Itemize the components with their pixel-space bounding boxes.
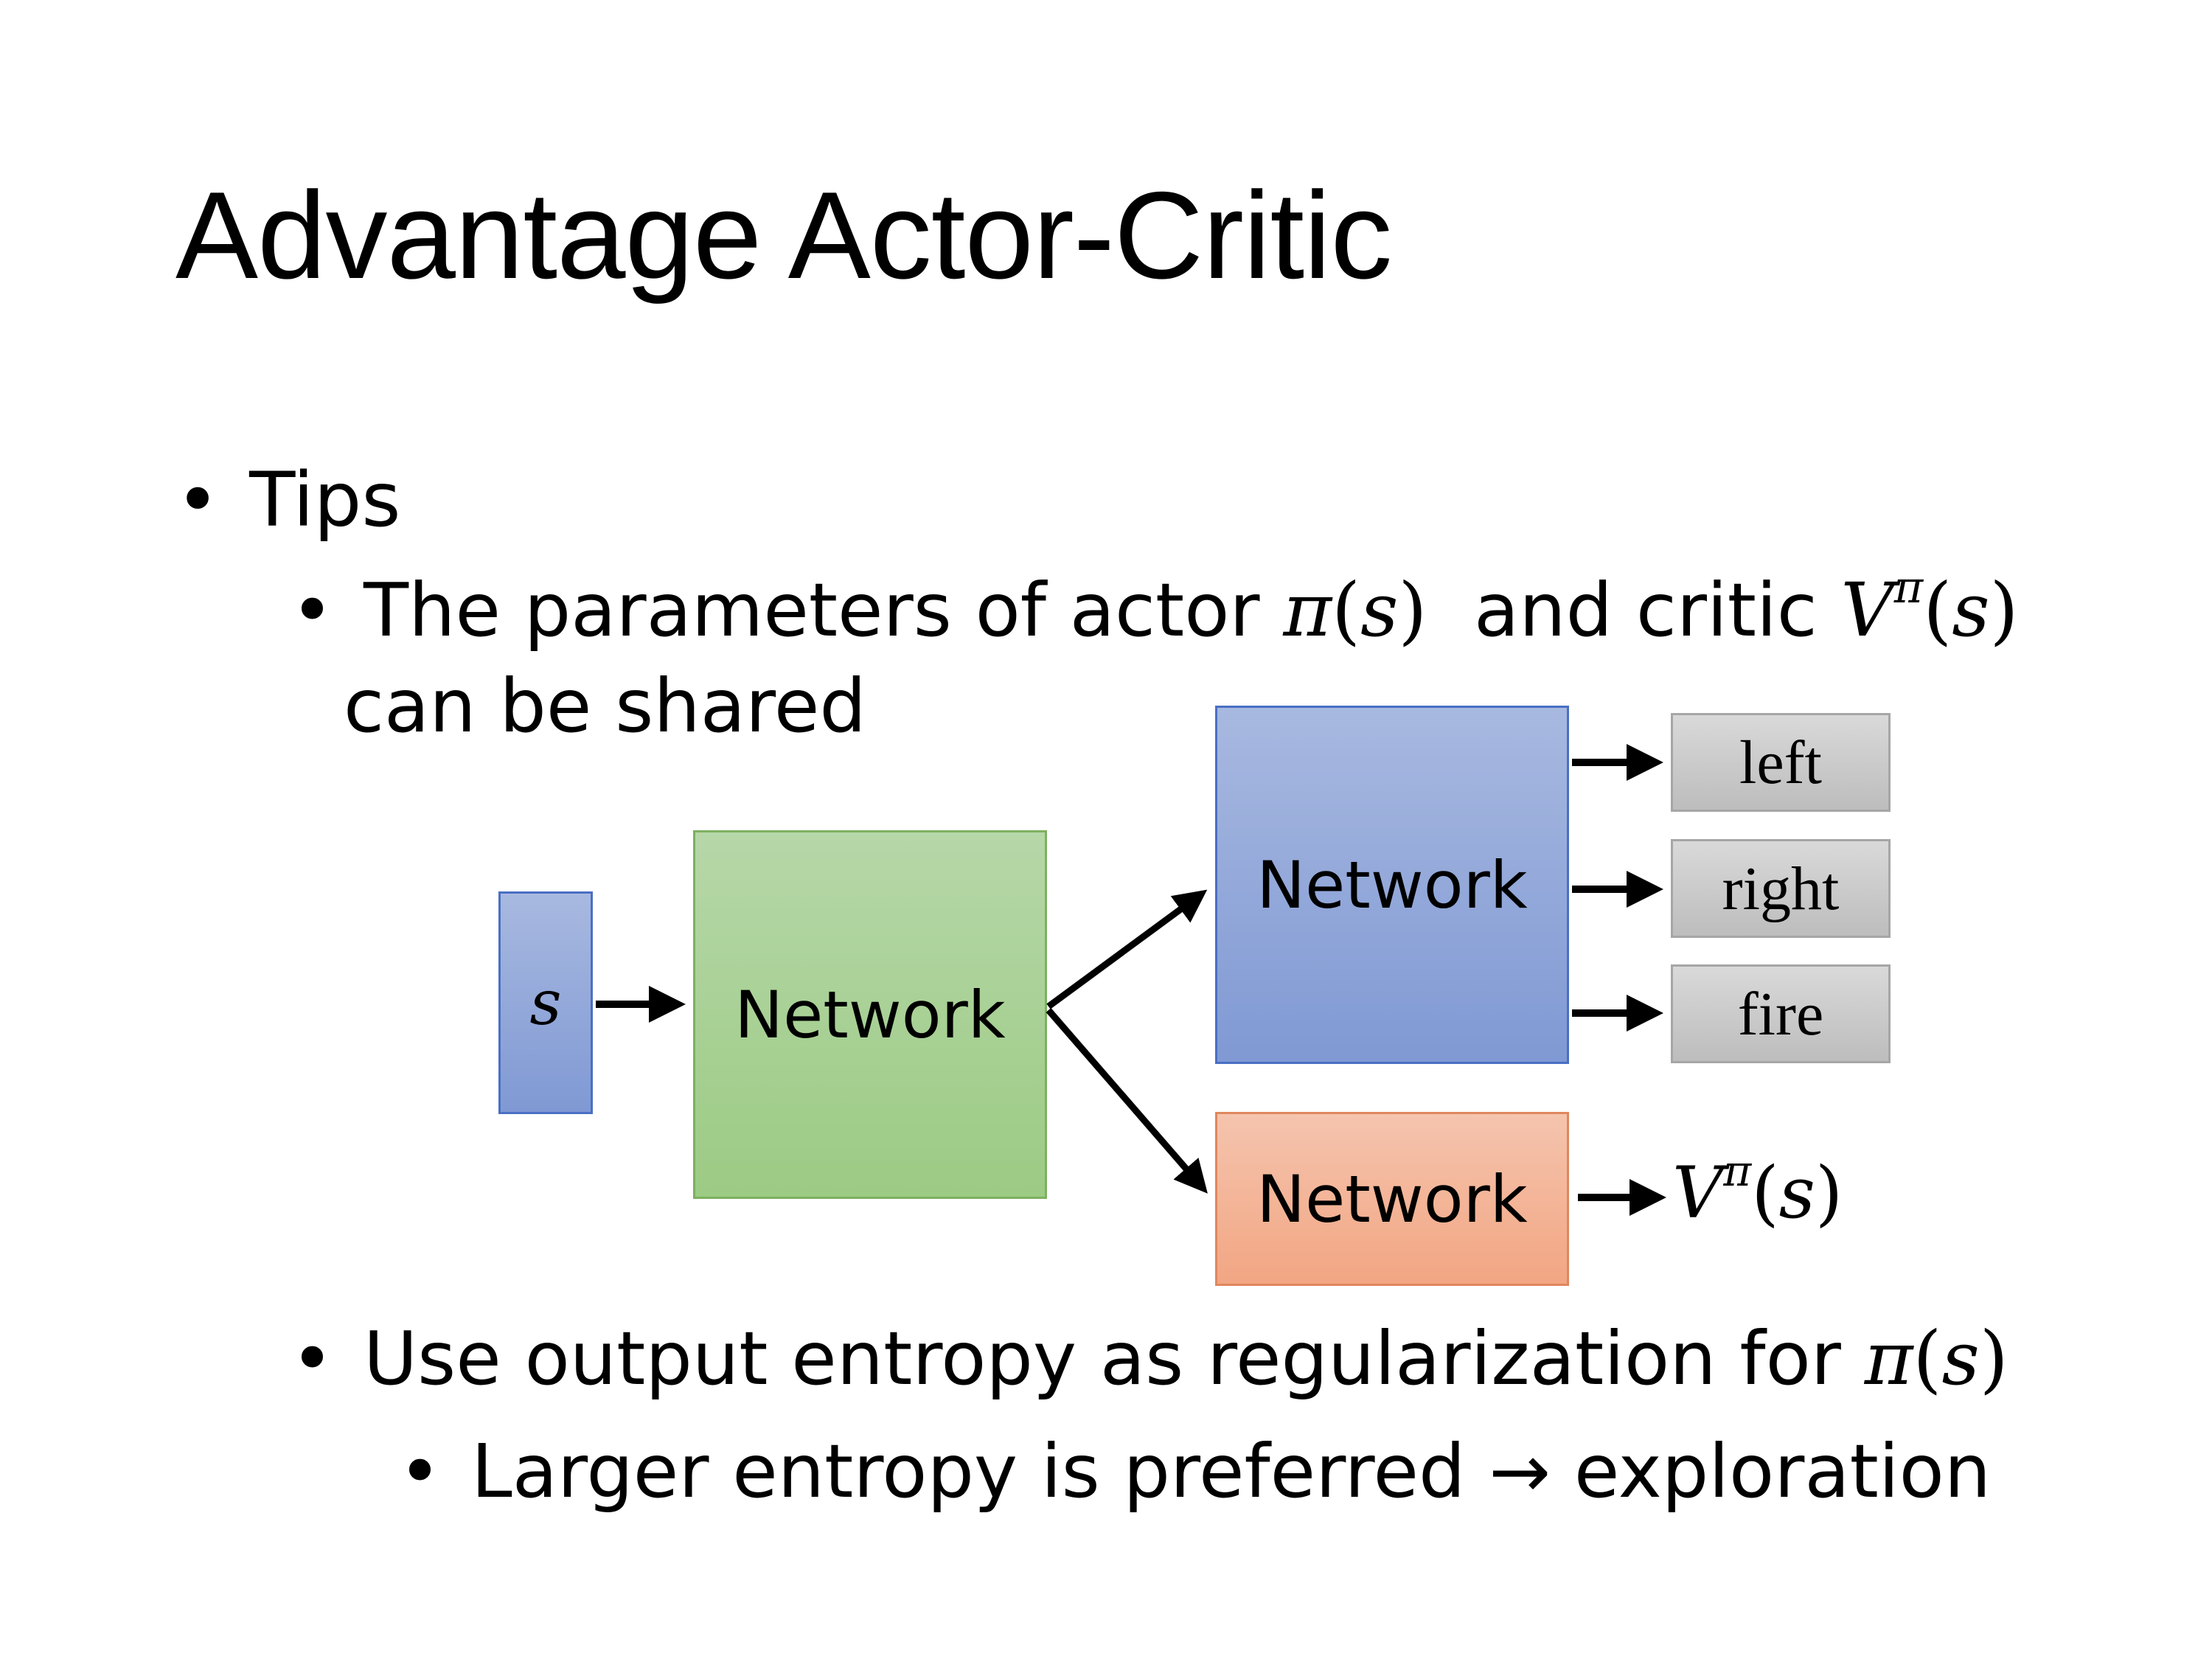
bullet-dot: • [291, 1315, 334, 1402]
action-fire-box: fire [1671, 964, 1891, 1063]
critic-output-open: ( [1751, 1152, 1779, 1234]
actor-paren-close: ) [1398, 567, 1427, 653]
slide-title: Advantage Actor-Critic [175, 166, 1392, 305]
bullet-entropy-regularization: •Use output entropy as regularization fo… [291, 1322, 2008, 1396]
entropy-prefix-text: Use output entropy as regularization for [363, 1315, 1865, 1402]
bullet-larger-entropy: •Larger entropy is preferred → explorati… [398, 1435, 1991, 1509]
critic-pi-superscript: π [1893, 562, 1924, 613]
shared-prefix-text: The parameters of actor [363, 567, 1284, 653]
critic-paren-open: ( [1923, 567, 1952, 653]
actor-network-box: Network [1215, 706, 1569, 1064]
bullet-tips: •Tips [175, 463, 401, 538]
critic-output-close: ) [1815, 1152, 1843, 1234]
input-state-box: s [498, 891, 593, 1114]
critic-output-v: V [1672, 1152, 1724, 1234]
bullet-dot: • [398, 1428, 442, 1514]
action-right-box: right [1671, 839, 1891, 938]
arrow-shared-to-actor [1046, 889, 1208, 1009]
action-left-box: left [1671, 713, 1891, 812]
critic-paren-close: ) [1989, 567, 2019, 653]
bullet-dot: • [291, 567, 334, 653]
actor-pi-symbol: π [1283, 567, 1332, 653]
tips-text: Tips [249, 456, 401, 544]
arrow-shared-to-critic [1046, 1008, 1208, 1194]
critic-output-pi: π [1723, 1146, 1752, 1196]
shared-network-box: Network [693, 830, 1047, 1199]
entropy-arg: s [1941, 1315, 1980, 1402]
shared-middle-text: and critic [1427, 567, 1841, 653]
critic-network-box: Network [1215, 1112, 1569, 1286]
actor-paren-open: ( [1332, 567, 1361, 653]
bullet-shared-continuation: can be shared [344, 663, 866, 749]
actor-arg: s [1360, 567, 1399, 653]
entropy-paren-open: ( [1913, 1315, 1942, 1402]
critic-v-symbol: V [1840, 567, 1894, 653]
entropy-paren-close: ) [1979, 1315, 2008, 1402]
critic-output-arg: s [1778, 1152, 1815, 1234]
critic-output-label: Vπ(s) [1672, 1150, 1843, 1228]
larger-entropy-text: Larger entropy is preferred → exploratio… [470, 1428, 1992, 1514]
critic-arg: s [1952, 567, 1990, 653]
entropy-pi-symbol: π [1864, 1315, 1913, 1402]
bullet-shared-parameters: •The parameters of actor π(s) and critic… [291, 566, 2019, 653]
bullet-dot: • [175, 456, 220, 544]
